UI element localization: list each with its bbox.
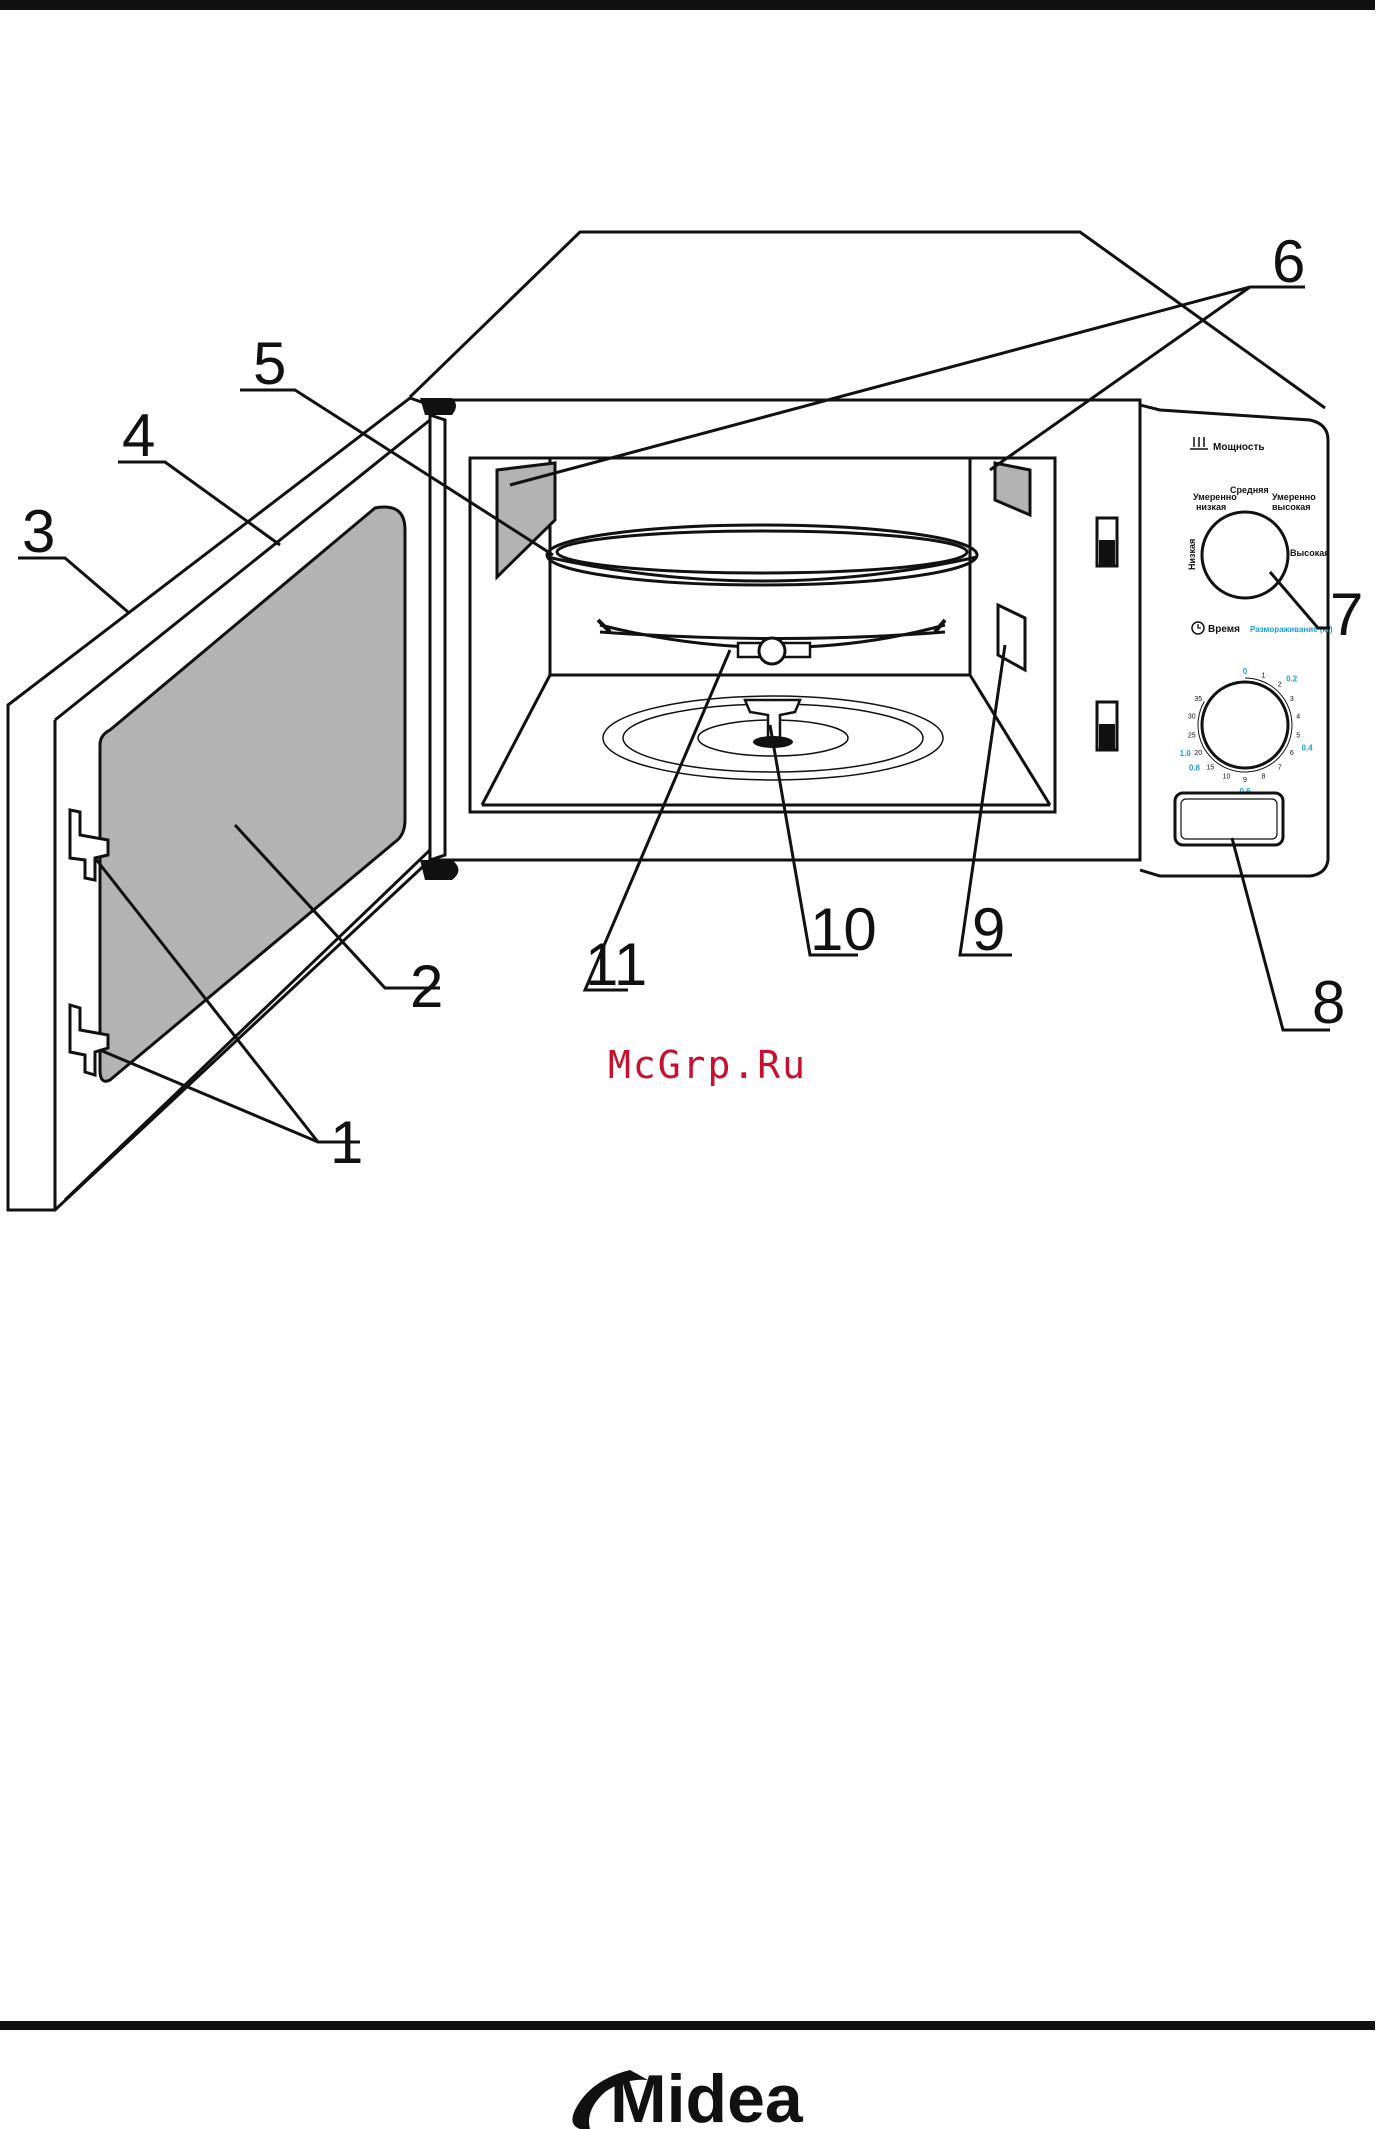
time-mark-3: 3 <box>1290 696 1294 703</box>
glass-tray-outer <box>547 525 977 585</box>
latch-slot-top-fill <box>1099 540 1115 565</box>
power-level-medium: Средняя <box>1230 485 1269 495</box>
callout-4: 4 <box>122 402 155 469</box>
callout-8: 8 <box>1312 969 1345 1036</box>
defrost-mark-0.2: 0.2 <box>1286 674 1298 683</box>
door-window <box>100 507 405 1081</box>
time-mark-35: 35 <box>1194 696 1202 703</box>
leader-3 <box>18 558 128 612</box>
callout-7: 7 <box>1330 581 1363 648</box>
power-level-med-low-2: низкая <box>1196 502 1226 512</box>
leader-7 <box>1270 572 1330 628</box>
time-mark-20: 20 <box>1194 750 1202 757</box>
defrost-mark-0.8: 0.8 <box>1189 763 1201 772</box>
cabinet-top <box>410 232 1325 408</box>
hinge-top <box>420 398 456 415</box>
door-release-button[interactable] <box>1175 793 1283 845</box>
timer-knob[interactable] <box>1202 682 1288 768</box>
callout-3: 3 <box>22 498 55 565</box>
oven-cavity-outer <box>470 458 1055 812</box>
power-level-med-high-2: высокая <box>1272 502 1310 512</box>
power-title: Мощность <box>1213 442 1265 453</box>
cavity-floor-right <box>970 675 1050 805</box>
time-mark-30: 30 <box>1188 714 1196 721</box>
control-panel: Мощность Умеренно низкая Средняя Умеренн… <box>1175 437 1333 845</box>
defrost-mark-0.4: 0.4 <box>1301 744 1313 753</box>
waveguide-cover-right <box>995 463 1030 515</box>
latch-slot-bottom-fill <box>1099 724 1115 749</box>
power-level-low: Низкая <box>1187 539 1197 570</box>
time-mark-0: 0 <box>1243 667 1248 676</box>
power-level-high: Высокая <box>1290 548 1329 558</box>
time-mark-2: 2 <box>1278 682 1282 689</box>
time-mark-1: 1 <box>1262 672 1266 679</box>
time-mark-15: 15 <box>1206 764 1214 771</box>
top-rule <box>0 0 1375 10</box>
power-icon <box>1190 437 1208 449</box>
time-mark-4: 4 <box>1296 714 1300 721</box>
callout-9: 9 <box>972 896 1005 963</box>
cavity-floor-left <box>482 675 550 805</box>
time-mark-6: 6 <box>1290 750 1294 757</box>
time-mark-8: 8 <box>1262 774 1266 781</box>
callout-11: 11 <box>585 931 647 998</box>
defrost-mark-1.0: 1.0 <box>1180 749 1192 758</box>
time-mark-10: 10 <box>1223 774 1231 781</box>
callout-6: 6 <box>1272 228 1305 295</box>
callout-10: 10 <box>810 896 877 963</box>
watermark: McGrp.Ru <box>608 1043 807 1087</box>
callout-1: 1 <box>330 1109 363 1176</box>
time-mark-25: 25 <box>1188 732 1196 739</box>
glass-tray-inner <box>557 531 967 573</box>
clock-icon-hands <box>1198 624 1201 628</box>
leader-6 <box>510 287 1305 485</box>
roller-ring-hub-center <box>759 638 785 664</box>
brand-name: Midea <box>610 2061 804 2129</box>
callout-2: 2 <box>410 953 443 1020</box>
brand-logo: Midea <box>572 2061 803 2129</box>
power-level-med-high-1: Умеренно <box>1272 492 1316 502</box>
callout-5: 5 <box>253 330 286 397</box>
leader-4 <box>118 462 280 545</box>
time-title: Время <box>1208 624 1240 635</box>
time-mark-9: 9 <box>1243 777 1247 784</box>
time-mark-7: 7 <box>1278 764 1282 771</box>
bottom-rule <box>0 2021 1375 2030</box>
time-mark-5: 5 <box>1296 732 1300 739</box>
power-knob[interactable] <box>1202 512 1288 598</box>
